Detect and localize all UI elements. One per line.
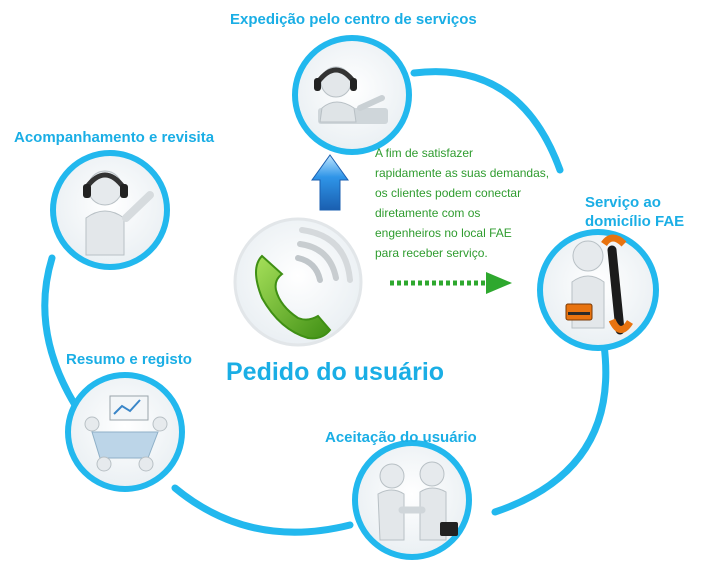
node-onsite (537, 229, 659, 351)
handshake-icon (377, 461, 458, 541)
node-dispatch (292, 35, 412, 155)
center-circle (233, 217, 363, 347)
note-line-6: para receber serviço. (375, 246, 488, 260)
up-arrow-icon (311, 154, 349, 211)
note-line-3: os clientes podem conectar (375, 186, 522, 200)
cycle-ring (41, 68, 610, 536)
headset-person-icon (83, 170, 154, 256)
label-onsite: Serviço ao domicílio FAE (585, 193, 684, 231)
wrench-toolbox-icon (565, 234, 633, 335)
service-note: A fim de satisfazer rapidamente as suas … (375, 143, 575, 263)
label-summary: Resumo e registo (66, 351, 192, 368)
ring-arc-summary-to-followup (41, 254, 79, 409)
note-line-4: diretamente com os (375, 206, 481, 220)
node-circle (352, 440, 472, 560)
label-acceptance: Aceitação do usuário (325, 429, 477, 446)
node-circle (292, 35, 412, 155)
center-title: Pedido do usuário (226, 358, 445, 386)
label-onsite-line-1: Serviço ao (585, 194, 661, 211)
ring-arc-onsite-to-acceptance (491, 341, 610, 516)
label-dispatch: Expedição pelo centro de serviços (230, 11, 477, 28)
label-followup: Acompanhamento e revisita (14, 129, 215, 146)
node-summary (65, 372, 185, 492)
center-phone (233, 217, 363, 347)
phone-icon (255, 227, 353, 340)
headset-operator-icon (314, 66, 388, 124)
node-circle (50, 150, 170, 270)
node-acceptance (352, 440, 472, 560)
ring-arc-dispatch-to-onsite (410, 68, 564, 174)
meeting-table-icon (84, 395, 168, 472)
note-line-2: rapidamente as suas demandas, (375, 166, 550, 180)
ring-arc-acceptance-to-summary (171, 484, 354, 536)
note-line-1: A fim de satisfazer (375, 146, 474, 160)
note-line-5: engenheiros no local FAE (375, 226, 512, 240)
node-followup (50, 150, 170, 270)
label-onsite-line-2: domicílio FAE (585, 213, 685, 230)
dotted-right-arrow-icon (390, 272, 512, 294)
